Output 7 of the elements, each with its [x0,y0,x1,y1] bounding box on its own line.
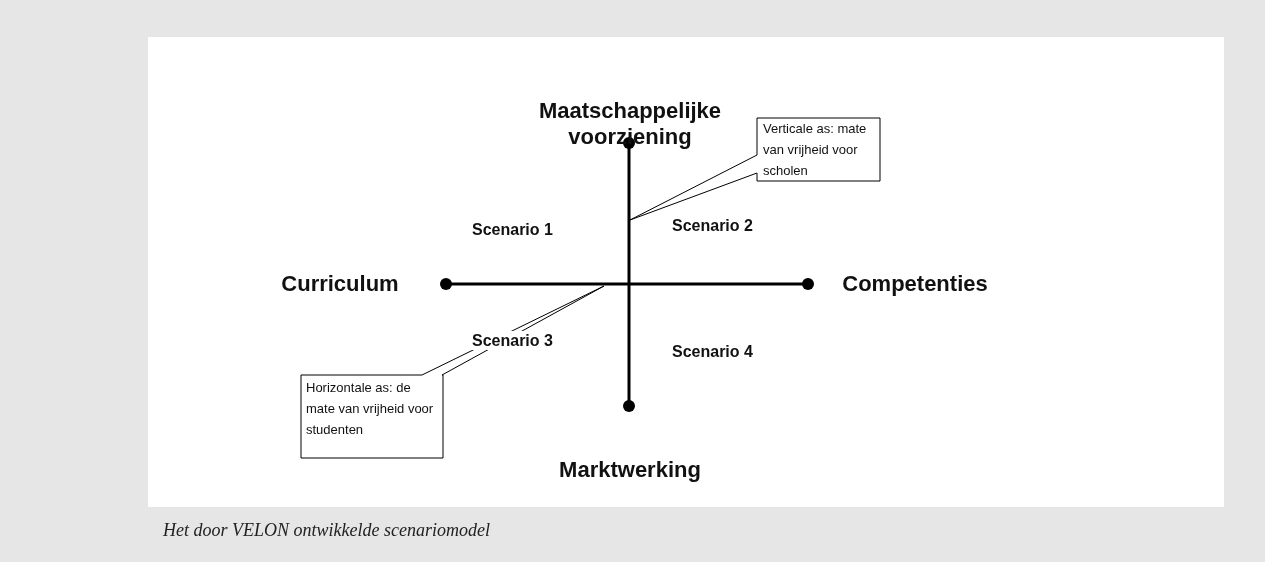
callout-text: Horizontale as: de mate van vrijheid voor studenten [306,379,435,439]
axis-label: Competenties [841,271,989,298]
caption: Het door VELON ontwikkelde scenariomodel [163,520,490,541]
axis-label: Marktwerking [558,457,702,484]
quadrant-label: Scenario 3 [470,331,555,351]
callout-text: Verticale as: mate van vrijheid voor scholen [763,120,868,180]
axis-label: Curriculum [280,271,400,298]
